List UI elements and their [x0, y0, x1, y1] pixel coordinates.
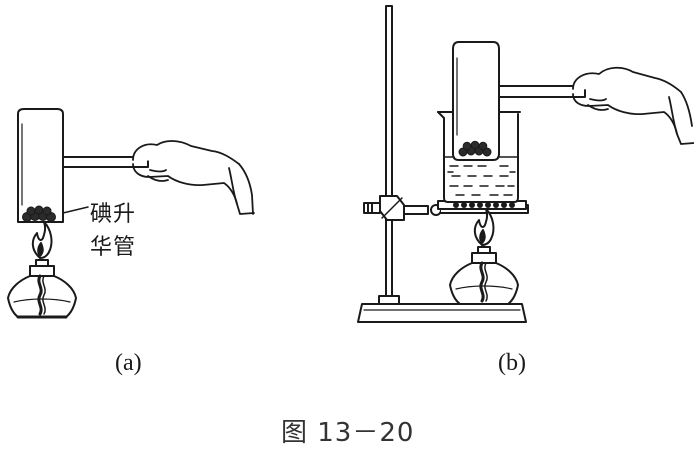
- alcohol-lamp-b: [449, 246, 519, 305]
- retort-stand-rod: [385, 5, 393, 305]
- figure-caption: 图 13－20: [281, 418, 415, 448]
- boss-clamp: [363, 195, 405, 221]
- label-leader-line: [62, 206, 89, 214]
- hand-b: [572, 66, 694, 145]
- iodine-crystals-b: [458, 140, 492, 157]
- flame-a: [31, 221, 53, 259]
- hand-a: [132, 140, 255, 215]
- panel-b-caption: (b): [498, 350, 526, 376]
- iodine-crystals-a: [22, 205, 56, 222]
- panel-a-caption: (a): [115, 350, 142, 376]
- panel-a-apparatus: [7, 108, 255, 319]
- flame-b: [473, 208, 495, 246]
- tube-handle-a: [62, 156, 149, 168]
- water-hatching: [447, 165, 516, 196]
- iodine-tube-label-line1: 碘升: [90, 202, 137, 227]
- sublimation-tube-b: [452, 41, 500, 161]
- sublimation-tube-a: [17, 108, 64, 223]
- panel-b-apparatus: [357, 5, 694, 323]
- tube-handle-b: [498, 85, 586, 98]
- iodine-tube-label-line2: 华管: [90, 235, 137, 260]
- alcohol-lamp-a: [7, 259, 77, 319]
